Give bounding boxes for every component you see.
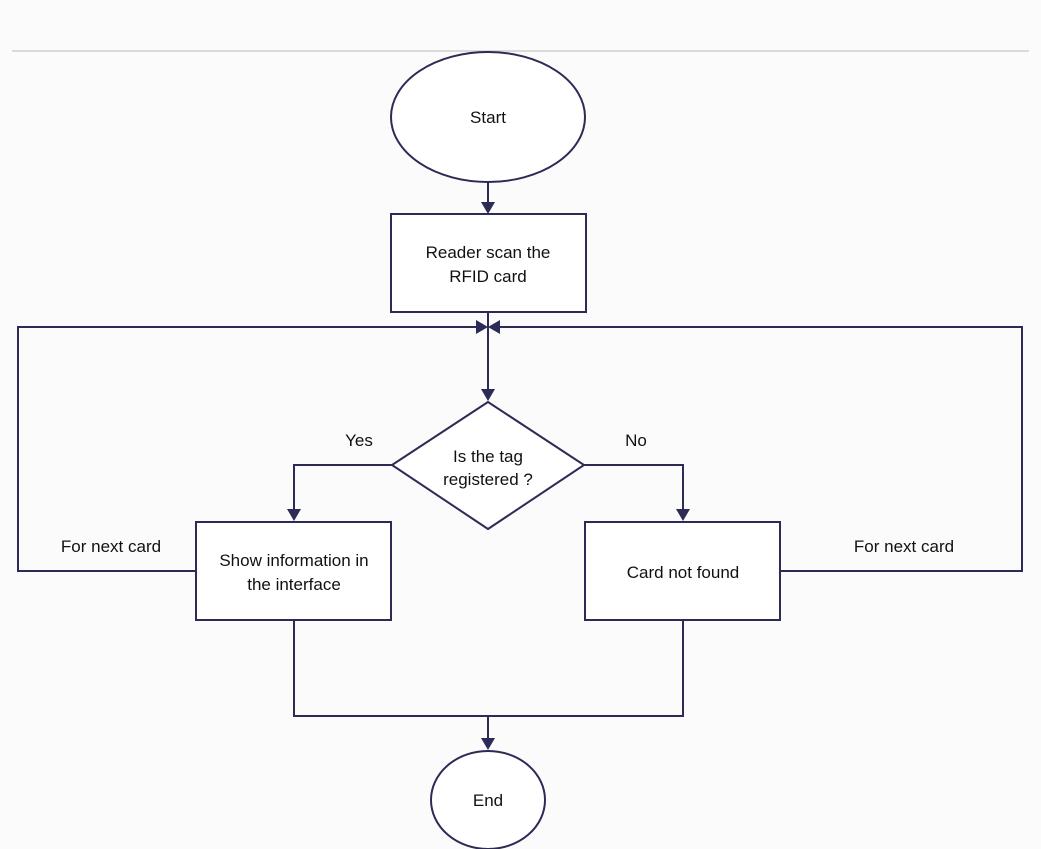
connector-yes-branch: [293, 464, 392, 512]
arrowhead: [481, 389, 495, 401]
decision-label-line1: Is the tag: [453, 447, 523, 466]
not-found-label: Card not found: [627, 563, 739, 582]
scan-label-line1: Reader scan the: [426, 243, 551, 262]
show-info-node: Show information in the interface: [195, 521, 392, 621]
arrowhead: [481, 738, 495, 750]
show-info-label-line2: the interface: [247, 575, 341, 594]
show-info-label-line1: Show information in: [219, 551, 368, 570]
decision-node: Is the tag registered ?: [390, 400, 586, 531]
edge-label-next-card-left: For next card: [61, 537, 161, 556]
scan-label-line2: RFID card: [449, 267, 526, 286]
arrowhead: [481, 202, 495, 214]
not-found-node: Card not found: [584, 521, 781, 621]
arrowhead: [287, 509, 301, 521]
connector-loop-right: [498, 326, 1023, 572]
connector-no-branch: [584, 464, 684, 512]
start-node: Start: [390, 51, 586, 183]
start-label: Start: [470, 108, 506, 127]
decision-label-line2: registered ?: [443, 470, 533, 489]
edge-label-next-card-right: For next card: [854, 537, 954, 556]
scan-node: Reader scan the RFID card: [390, 213, 587, 313]
edge-label-yes: Yes: [345, 431, 373, 450]
connector-loop-left: [17, 326, 478, 572]
arrowhead: [488, 320, 500, 334]
arrowhead: [676, 509, 690, 521]
edge-label-no: No: [625, 431, 647, 450]
connectors: [17, 182, 1023, 750]
end-label: End: [473, 791, 503, 810]
arrowhead: [476, 320, 488, 334]
connector-merge-to-end: [293, 620, 684, 717]
end-node: End: [430, 750, 546, 849]
